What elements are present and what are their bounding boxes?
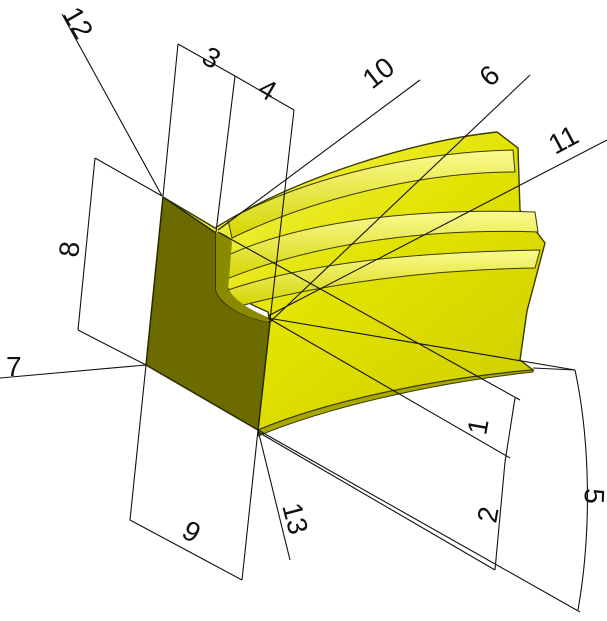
callout-10: 10 — [357, 51, 401, 95]
callout-2: 2 — [471, 504, 504, 525]
groove-1 — [227, 149, 516, 239]
callout-7: 7 — [6, 351, 22, 382]
block-body — [145, 131, 546, 437]
callout-1: 1 — [461, 416, 494, 437]
callout-13: 13 — [276, 500, 314, 538]
callout-5: 5 — [578, 488, 607, 505]
callout-6: 6 — [473, 59, 505, 92]
callout-11: 11 — [543, 119, 583, 160]
callout-8: 8 — [53, 240, 85, 259]
callout-9: 9 — [177, 514, 206, 549]
groove-3 — [227, 249, 541, 307]
notch-shadow — [216, 232, 270, 322]
callout-4: 4 — [253, 72, 282, 107]
groove-2 — [221, 210, 539, 281]
bottom-band — [257, 369, 534, 437]
callout-12: 12 — [57, 2, 99, 44]
dimension-lines — [0, 13, 607, 613]
